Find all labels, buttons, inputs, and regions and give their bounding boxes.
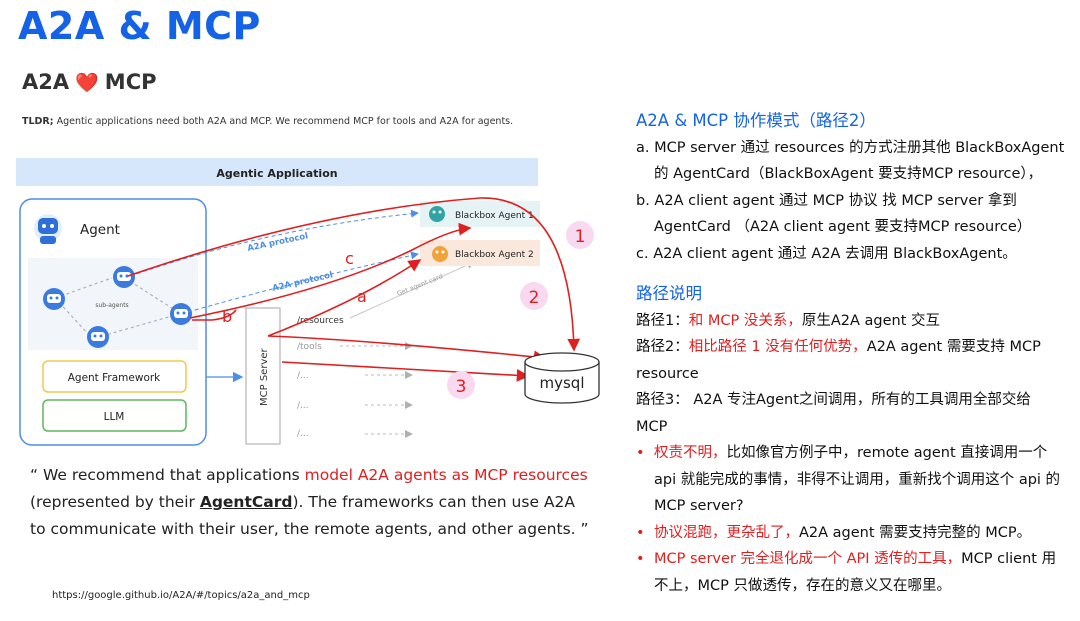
- agent-framework-box: [42, 360, 187, 393]
- tldr-body: Agentic applications need both A2A and M…: [53, 116, 514, 127]
- marker-a: a: [357, 287, 367, 306]
- path-3-line: [281, 361, 530, 382]
- bullet-item-1: • 权责不明，比如像官方例子中，remote agent 直接调用一个 api …: [636, 440, 1076, 520]
- path2-highlight: 相比路径 1 没有任何优势，: [688, 339, 867, 355]
- path-number-2: 2: [529, 288, 540, 308]
- tldr-text: TLDR; Agentic applications need both A2A…: [22, 116, 513, 127]
- heart-icon: ❤️: [75, 71, 99, 94]
- bullet3-line2: 不上，MCP 只做透传，存在的意义又在哪里。: [654, 577, 951, 594]
- mcp-server-box: [245, 307, 281, 445]
- step-a-line1: a. MCP server 通过 resources 的方式注册其他 Black…: [636, 139, 1065, 156]
- endpoint-arrows: [340, 342, 413, 438]
- llm-box: [42, 399, 187, 432]
- path1-line: 路径1：和 MCP 没关系，原生A2A agent 交互: [636, 308, 1076, 335]
- a2a-protocol-label-1: A2A protocol: [247, 231, 310, 254]
- bullet-item-3: • MCP server 完全退化成一个 API 透传的工具，MCP clien…: [636, 546, 1076, 599]
- marker-b: b: [222, 307, 232, 326]
- endpoint-1: /...: [297, 371, 309, 381]
- path2-line: 路径2：相比路径 1 没有任何优势，A2A agent 需要支持 MCP: [636, 334, 1076, 361]
- bullet-item-2: • 协议混跑，更杂乱了，A2A agent 需要支持完整的 MCP。: [636, 520, 1076, 547]
- mysql-database-icon: [524, 352, 600, 404]
- step-b-line2: AgentCard （A2A client agent 要支持MCP resou…: [654, 219, 1032, 235]
- blackbox-agent-2-icon: [432, 246, 448, 262]
- endpoint-3: /...: [297, 429, 309, 439]
- path-number-1-circle: [566, 221, 594, 249]
- quote-mid: (represented by their: [30, 493, 200, 511]
- a2a-protocol-arrow-1: [129, 209, 419, 277]
- quote-highlight: model A2A agents as MCP resources: [304, 466, 588, 484]
- agent-framework-label: Agent Framework: [68, 372, 161, 384]
- path-number-1: 1: [575, 227, 586, 247]
- bullet1-highlight: 权责不明，: [654, 445, 727, 461]
- subtitle-mcp: MCP: [104, 70, 157, 94]
- bullet1-line2: api 就能完成的事情，非得不让调用，重新找个调用这个 api 的: [654, 471, 1061, 488]
- mcp-server-label: MCP Server: [259, 347, 270, 406]
- get-agent-card-label: Get agent card: [396, 272, 444, 298]
- path2-rest: A2A agent 需要支持 MCP: [866, 339, 1041, 355]
- path1-rest: 原生A2A agent 交互: [801, 312, 941, 329]
- path-c-line: [189, 222, 472, 319]
- subagent-robot-icon: [170, 303, 192, 325]
- a2a-protocol-arrow-2: [187, 251, 419, 313]
- llm-label: LLM: [104, 411, 125, 423]
- path-number-2-circle: [520, 282, 548, 310]
- subagent-robot-icon: [43, 288, 65, 310]
- path-b-line: [192, 309, 237, 321]
- quote-block: “ We recommend that applications model A…: [30, 462, 590, 543]
- source-link[interactable]: https://google.github.io/A2A/#/topics/a2…: [52, 590, 310, 601]
- step-a-line2: 的 AgentCard（BlackBoxAgent 要支持MCP resourc…: [654, 166, 1043, 182]
- blackbox-agent-1-icon: [429, 206, 445, 222]
- tldr-label: TLDR;: [22, 116, 54, 127]
- path1-highlight: 和 MCP 没关系，: [688, 312, 802, 329]
- path-1-line: [127, 197, 581, 352]
- tools-endpoint: /tools: [297, 342, 322, 352]
- bullet1-rest: 比如像官方例子中，remote agent 直接调用一个: [726, 445, 1048, 461]
- path3-line1: 路径3： A2A 专注Agent之间调用，所有的工具调用全部交给: [636, 392, 1031, 408]
- path-number-3: 3: [456, 377, 467, 397]
- bullet-dot: •: [636, 524, 645, 541]
- collab-mode-title: A2A & MCP 协作模式（路径2）: [636, 111, 876, 130]
- path-2-line: [267, 335, 547, 364]
- marker-c: c: [345, 249, 354, 268]
- page-title: A2A & MCP: [18, 4, 261, 48]
- subtitle: A2A ❤️ MCP: [22, 70, 157, 94]
- agentcard-term: AgentCard: [199, 493, 293, 511]
- path-a-line: [267, 259, 422, 337]
- subagents-label: sub-agents: [95, 302, 128, 309]
- bullet2-highlight: 协议混跑，更杂乱了，: [654, 524, 799, 541]
- path-explain-title: 路径说明: [636, 284, 702, 303]
- resources-endpoint: /resources: [297, 316, 344, 326]
- agent-robot-icon: [34, 214, 62, 244]
- agentic-application-label: Agentic Application: [216, 167, 337, 180]
- explanation-panel: A2A & MCP 协作模式（路径2） a. MCP server 通过 res…: [636, 108, 1076, 599]
- architecture-diagram: Agentic Application Agent sub-agents Age…: [16, 158, 600, 446]
- agent-label: Agent: [80, 222, 120, 238]
- bullet1-line3: MCP server?: [654, 498, 744, 514]
- path3-line2: MCP: [636, 418, 668, 435]
- step-c-line: c. A2A client agent 通过 A2A 去调用 BlackBoxA…: [636, 245, 1017, 262]
- path-number-3-circle: [447, 371, 475, 399]
- bullet3-rest: MCP client 用: [961, 551, 1057, 567]
- blackbox-agent-2-label: Blackbox Agent 2: [455, 250, 534, 260]
- path2-line2: resource: [636, 365, 699, 382]
- bullet-dot: •: [636, 445, 645, 461]
- agentic-application-bar: [16, 158, 538, 186]
- bullet-dot: •: [636, 551, 645, 567]
- get-agent-card-arrow: [349, 261, 475, 319]
- step-b-line1: b. A2A client agent 通过 MCP 协议 找 MCP serv…: [636, 192, 1017, 209]
- bullet2-rest: A2A agent 需要支持完整的 MCP。: [799, 524, 1032, 541]
- subtitle-a2a: A2A: [22, 70, 70, 94]
- subagent-robot-icon: [113, 266, 135, 288]
- blackbox-agent-1-label: Blackbox Agent 1: [455, 211, 534, 221]
- red-path-annotations: [127, 197, 581, 382]
- subagent-robot-icon: [87, 326, 109, 348]
- path1-prefix: 路径1：: [636, 312, 689, 329]
- mysql-label: mysql: [540, 374, 585, 392]
- bullet3-highlight: MCP server 完全退化成一个 API 透传的工具，: [654, 551, 962, 567]
- endpoint-2: /...: [297, 401, 309, 411]
- quote-open: “ We recommend that applications: [30, 466, 305, 484]
- path2-prefix: 路径2：: [636, 339, 689, 355]
- quote-end: ). The frameworks can then use A2A to co…: [30, 493, 589, 538]
